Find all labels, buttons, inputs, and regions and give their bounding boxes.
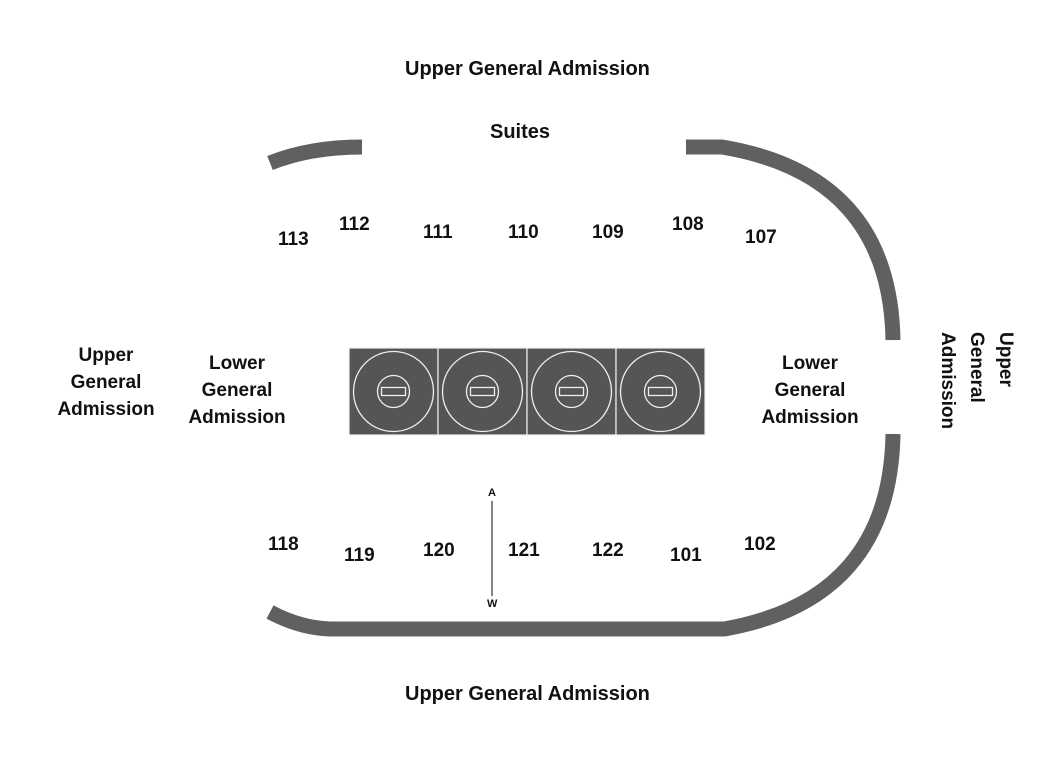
mat-1 [348,347,439,436]
mat-4 [615,347,706,436]
upper-bottom-label: Upper General Admission [405,683,650,705]
section-122[interactable]: 122 [592,540,624,561]
mat-4-inner-circle [643,374,678,409]
section-111[interactable]: 111 [423,222,453,243]
section-119[interactable]: 119 [344,545,375,566]
wall-top-right [686,139,901,341]
mat-4-starting-box [647,386,674,397]
mat-2 [437,347,528,436]
lower-right-line-1: Lower [782,353,838,374]
wrestling-mats [348,347,706,436]
upper-right-line-2: General [966,332,987,403]
section-121[interactable]: 121 [508,540,540,561]
mat-4-outer-circle [619,350,702,433]
upper-right-label: Upper General Admission [933,332,1020,442]
mat-3-square [526,347,617,436]
section-118[interactable]: 118 [268,534,299,555]
marker-bottom-label: W [487,598,498,610]
section-101[interactable]: 101 [670,545,702,566]
section-107[interactable]: 107 [745,227,777,248]
mat-1-outer-circle [352,350,435,433]
mat-2-square [437,347,528,436]
lower-left-line-1: Lower [209,353,265,374]
mat-2-outer-circle [441,350,524,433]
lower-right-line-3: Admission [761,407,859,428]
marker-top-label: A [488,487,496,499]
upper-left-line-2: General [70,372,142,393]
section-113[interactable]: 113 [278,229,309,250]
lower-left-line-3: Admission [188,407,286,428]
lower-right-line-2: General [774,380,846,401]
mat-3-inner-circle [554,374,589,409]
wall-bottom [266,433,901,637]
lower-left-label: Lower General Admission [178,350,296,431]
mat-1-inner-circle [376,374,411,409]
lower-left-line-2: General [201,380,273,401]
wall-top-left [267,139,363,170]
section-120[interactable]: 120 [423,540,455,561]
lower-right-label: Lower General Admission [751,350,869,431]
section-110[interactable]: 110 [508,222,539,243]
mat-2-starting-box [469,386,496,397]
section-112[interactable]: 112 [339,214,370,235]
mat-2-inner-circle [465,374,500,409]
upper-right-line-3: Admission [937,332,958,430]
section-108[interactable]: 108 [672,214,704,235]
suites-label: Suites [490,121,551,143]
section-109[interactable]: 109 [592,222,624,243]
upper-top-label: Upper General Admission [405,58,650,80]
upper-left-line-3: Admission [57,399,155,420]
mat-3 [526,347,617,436]
upper-left-line-1: Upper [78,345,134,366]
mat-1-starting-box [380,386,407,397]
mat-3-starting-box [558,386,585,397]
upper-right-line-1: Upper [995,332,1016,387]
upper-left-label: Upper General Admission [48,342,164,423]
mat-1-square [348,347,439,436]
section-102[interactable]: 102 [744,534,776,555]
mat-3-outer-circle [530,350,613,433]
mat-4-square [615,347,706,436]
